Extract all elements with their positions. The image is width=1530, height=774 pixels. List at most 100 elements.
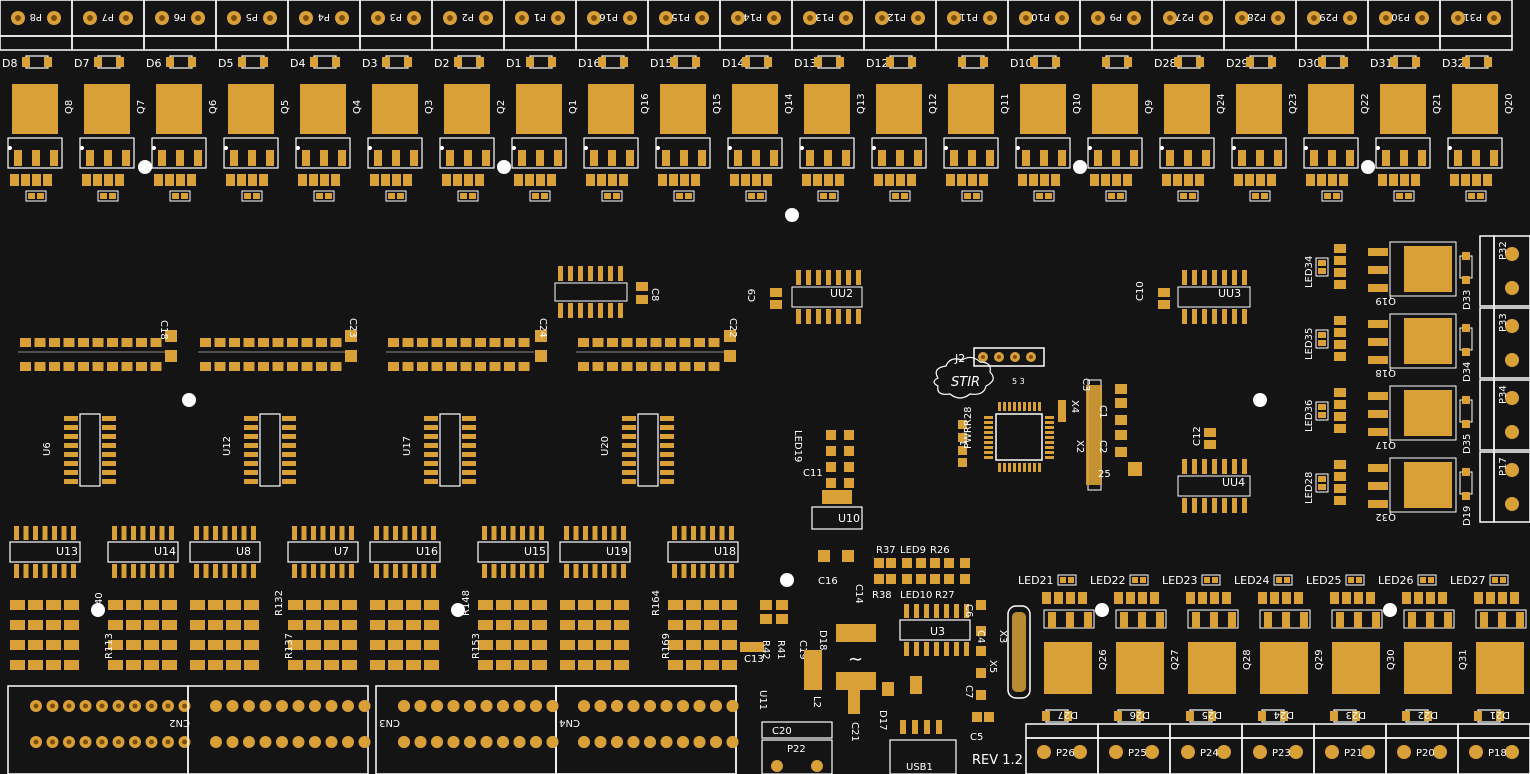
grid-resistor-pad [686, 640, 701, 650]
c4-label: C4 [975, 630, 986, 643]
diode-pad [1136, 711, 1144, 721]
grid-resistor-pad [370, 640, 385, 650]
grid-resistor-pad [342, 620, 357, 630]
shift-reg-pin [320, 526, 326, 540]
bank-resistor-pad [107, 362, 118, 371]
gate-resistor-pad [1330, 592, 1339, 604]
gate-resistor-pad [824, 174, 833, 186]
right-led-outline [1315, 401, 1329, 421]
shift-reg-pin [501, 526, 506, 540]
bank-resistor-pad [431, 338, 443, 347]
r37-label: R37 [876, 545, 896, 556]
led-pad [1318, 484, 1326, 490]
shift-reg-pin [169, 564, 174, 578]
terminal-hole [87, 15, 93, 21]
shift-reg-outline [559, 541, 631, 563]
gate-resistor-pad [1090, 174, 1099, 186]
shift-reg-pin [374, 526, 379, 540]
bank-resistor-pad [665, 362, 676, 371]
terminal-hole [1203, 15, 1209, 21]
led-status-block: R37 LED9 R26 R38 LED10 R27 U3 C6 C4 C7 C… [872, 545, 1031, 743]
grid-resistor-pad [28, 660, 43, 670]
uu4-label: UU4 [1222, 476, 1245, 489]
mosfet-leg [1228, 612, 1236, 628]
driver-ic-pin [424, 443, 438, 448]
connector-outline [187, 685, 369, 774]
mosfet-leg [608, 150, 616, 166]
indicator-led-pad [964, 193, 971, 199]
shift-reg-label: U7 [334, 545, 349, 558]
connector-pin [414, 700, 427, 712]
gate-resistor-pad [82, 174, 91, 186]
grid-resistor-pad [126, 640, 141, 650]
terminal-p12: P12 [875, 11, 925, 25]
mosfet-leg [50, 150, 58, 166]
shift-reg-pin [222, 564, 228, 578]
r27-label: R27 [935, 590, 955, 601]
connector-pin [276, 736, 288, 748]
mosfet-leg [1368, 410, 1388, 418]
gate-resistor-pad [1342, 592, 1351, 604]
grid-resistor-pad [10, 600, 25, 610]
grid-resistor-pad [46, 640, 61, 650]
bank-resistor-pad [92, 338, 104, 347]
shift-reg-pin [602, 564, 607, 578]
terminal-pad [1289, 745, 1303, 759]
gate-resistor-pad [730, 174, 739, 186]
terminal-hole [1167, 15, 1173, 21]
led-pad [1492, 577, 1498, 583]
pin1-dot [656, 146, 660, 150]
diode-pad [1268, 57, 1276, 67]
right-mosfet-tab [1404, 318, 1452, 364]
gate-resistor-pad [10, 174, 19, 186]
mcu-pin [984, 446, 993, 449]
grid-resistor-pad [424, 640, 439, 650]
driver-ic-pin [102, 479, 116, 484]
diode-pad [1462, 252, 1470, 260]
shift-reg-pin [292, 526, 297, 540]
diode-pad [1390, 57, 1398, 67]
mosfet-label: Q23 [1288, 93, 1299, 114]
mosfet-outline [799, 137, 855, 169]
driver-ic-pin [462, 461, 476, 466]
grid-resistor-pad [46, 600, 61, 610]
diode-pad [908, 57, 916, 67]
indicator-led-pad [316, 193, 323, 199]
terminal-p11: P11 [947, 11, 997, 25]
shift-reg-pin [150, 564, 155, 578]
grid-resistor-pad [478, 660, 493, 670]
diode-pad [476, 57, 484, 67]
connector-pin [611, 700, 623, 712]
pin1-dot [368, 146, 372, 150]
diode-label: D29 [1226, 57, 1248, 70]
bottom-mosfet-label: Q30 [1386, 649, 1397, 670]
led10-label: LED10 [900, 590, 932, 601]
diode-pad [1462, 468, 1470, 476]
right-mosfet-tab [1404, 462, 1452, 508]
diode-pad [44, 57, 52, 67]
grid-resistor-pad [288, 620, 303, 630]
u10-label: U10 [838, 512, 860, 525]
terminal-hole [987, 15, 993, 21]
bottom-led-label: LED26 [1378, 574, 1414, 587]
gate-resistor-pad [1472, 174, 1481, 186]
indicator-led-outline [25, 190, 47, 202]
driver-ic-pin [660, 443, 674, 448]
indicator-led-outline [313, 190, 335, 202]
mcu-pin [1045, 416, 1054, 419]
shift-reg-pin [421, 526, 427, 540]
diode-pad [94, 57, 102, 67]
terminal-hole [1455, 15, 1461, 21]
grid-resistor-pad [388, 640, 403, 650]
bottom-led-outline [1129, 574, 1149, 586]
gate-resistor-pad [1486, 592, 1495, 604]
bank-resistor-pad [301, 362, 313, 371]
grid-resistor-pad [532, 620, 547, 630]
shift-reg-pin [232, 526, 237, 540]
driver-ic-pin [244, 416, 258, 421]
bank-resistor-pad [417, 338, 428, 347]
shift-reg-pin [349, 564, 354, 578]
bank-resistor-pad [621, 338, 633, 347]
mosfet-leg [1426, 612, 1434, 628]
mosfet-label: Q20 [1504, 93, 1515, 114]
